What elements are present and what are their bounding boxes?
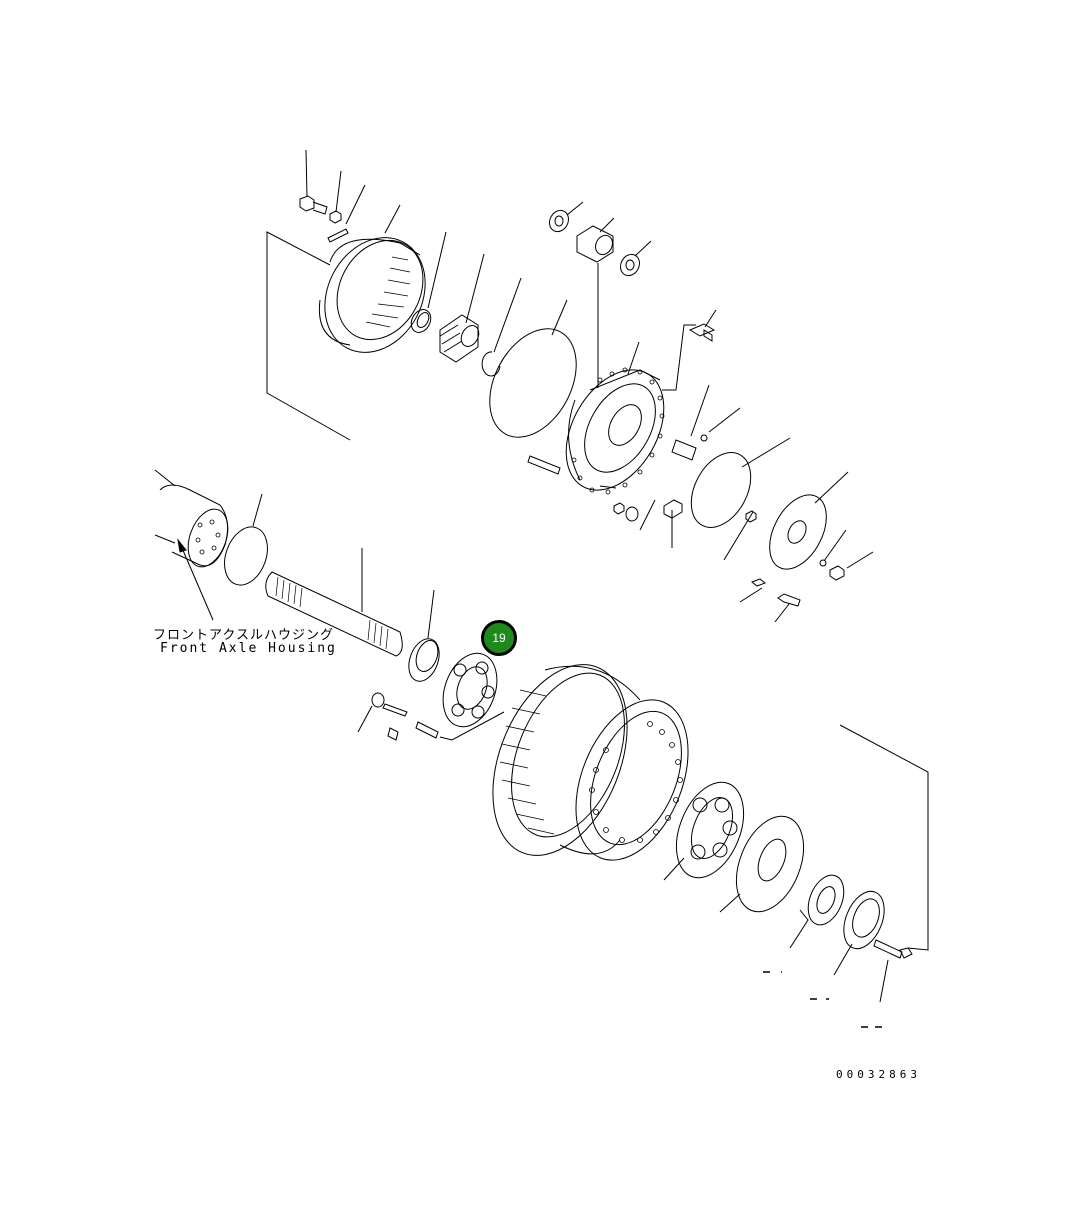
bolt-carrier [690, 324, 714, 341]
planet-carrier [546, 353, 684, 508]
bolt-lower [874, 940, 912, 1002]
o-ring-mid [679, 442, 762, 537]
bolt-upper-left [300, 196, 327, 214]
bearing-lower [663, 772, 756, 887]
lock-washer-lower [790, 870, 851, 948]
planet-bearings-upper [546, 207, 643, 279]
document-number: 00032863 [836, 1068, 921, 1081]
lower-bracket [840, 725, 928, 950]
spacer-ring [403, 590, 444, 685]
upper-bracket [267, 232, 350, 440]
placeholder-dashes [763, 972, 882, 1027]
small-parts-upper [614, 500, 844, 606]
callout-badge-19[interactable]: 19 [481, 620, 517, 656]
thrust-plate-right [758, 485, 838, 578]
o-ring-housing [217, 494, 275, 591]
bushing-small [407, 306, 434, 336]
reference-label-japanese: フロントアクスルハウジング [153, 628, 334, 643]
needle-bearing-upper [440, 315, 482, 362]
callout-number: 19 [492, 631, 506, 645]
end-cover [834, 885, 892, 975]
housing-arrow [178, 540, 213, 620]
axle-shaft [266, 548, 403, 656]
front-axle-housing [155, 470, 235, 572]
small-pins-lower [358, 693, 504, 740]
spline-hub-lower [720, 806, 817, 921]
wheel-hub [467, 645, 710, 877]
bearing-19 [434, 646, 507, 735]
reference-label-english: Front Axle Housing [160, 641, 337, 656]
ring-gear-upper [305, 220, 444, 370]
washer-upper [330, 211, 341, 223]
leader-lines-upper [306, 150, 873, 622]
pin-shaft [672, 435, 707, 460]
lock-plate [328, 229, 348, 242]
snap-ring-upper [482, 352, 500, 376]
stud-left [528, 456, 560, 474]
o-ring-large-upper [472, 314, 594, 452]
